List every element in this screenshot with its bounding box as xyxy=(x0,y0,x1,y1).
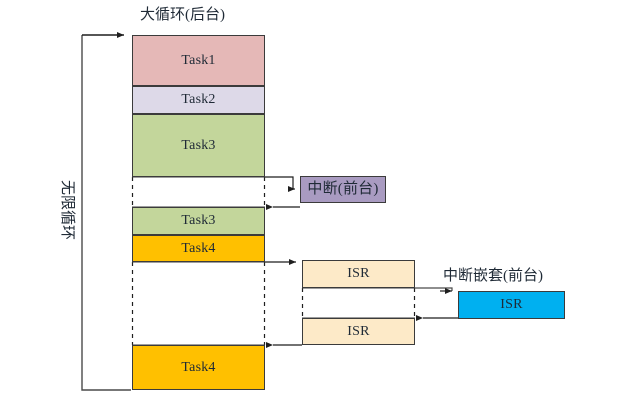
box-task3-second: Task3 xyxy=(132,207,265,235)
box-task2: Task2 xyxy=(132,86,265,114)
box-isr-first: ISR xyxy=(302,260,415,288)
box-nested-isr: ISR xyxy=(458,291,565,319)
arrow-isr-to-nested xyxy=(415,287,453,294)
box-task4-first: Task4 xyxy=(132,235,265,262)
box-task3-first: Task3 xyxy=(132,114,265,177)
box-interrupt: 中断(前台) xyxy=(300,176,386,203)
background-loop-title: 大循环(后台) xyxy=(140,7,225,23)
box-task4-last: Task4 xyxy=(132,345,265,390)
arrow-task-to-interrupt xyxy=(265,176,295,192)
box-task1: Task1 xyxy=(132,35,265,86)
infinite-loop-bracket xyxy=(81,32,131,391)
nested-interrupt-title: 中断嵌套(前台) xyxy=(443,268,543,284)
box-isr-second: ISR xyxy=(302,318,415,345)
infinite-loop-label: 无限循环 xyxy=(59,180,75,241)
dashed-guides xyxy=(131,177,416,345)
